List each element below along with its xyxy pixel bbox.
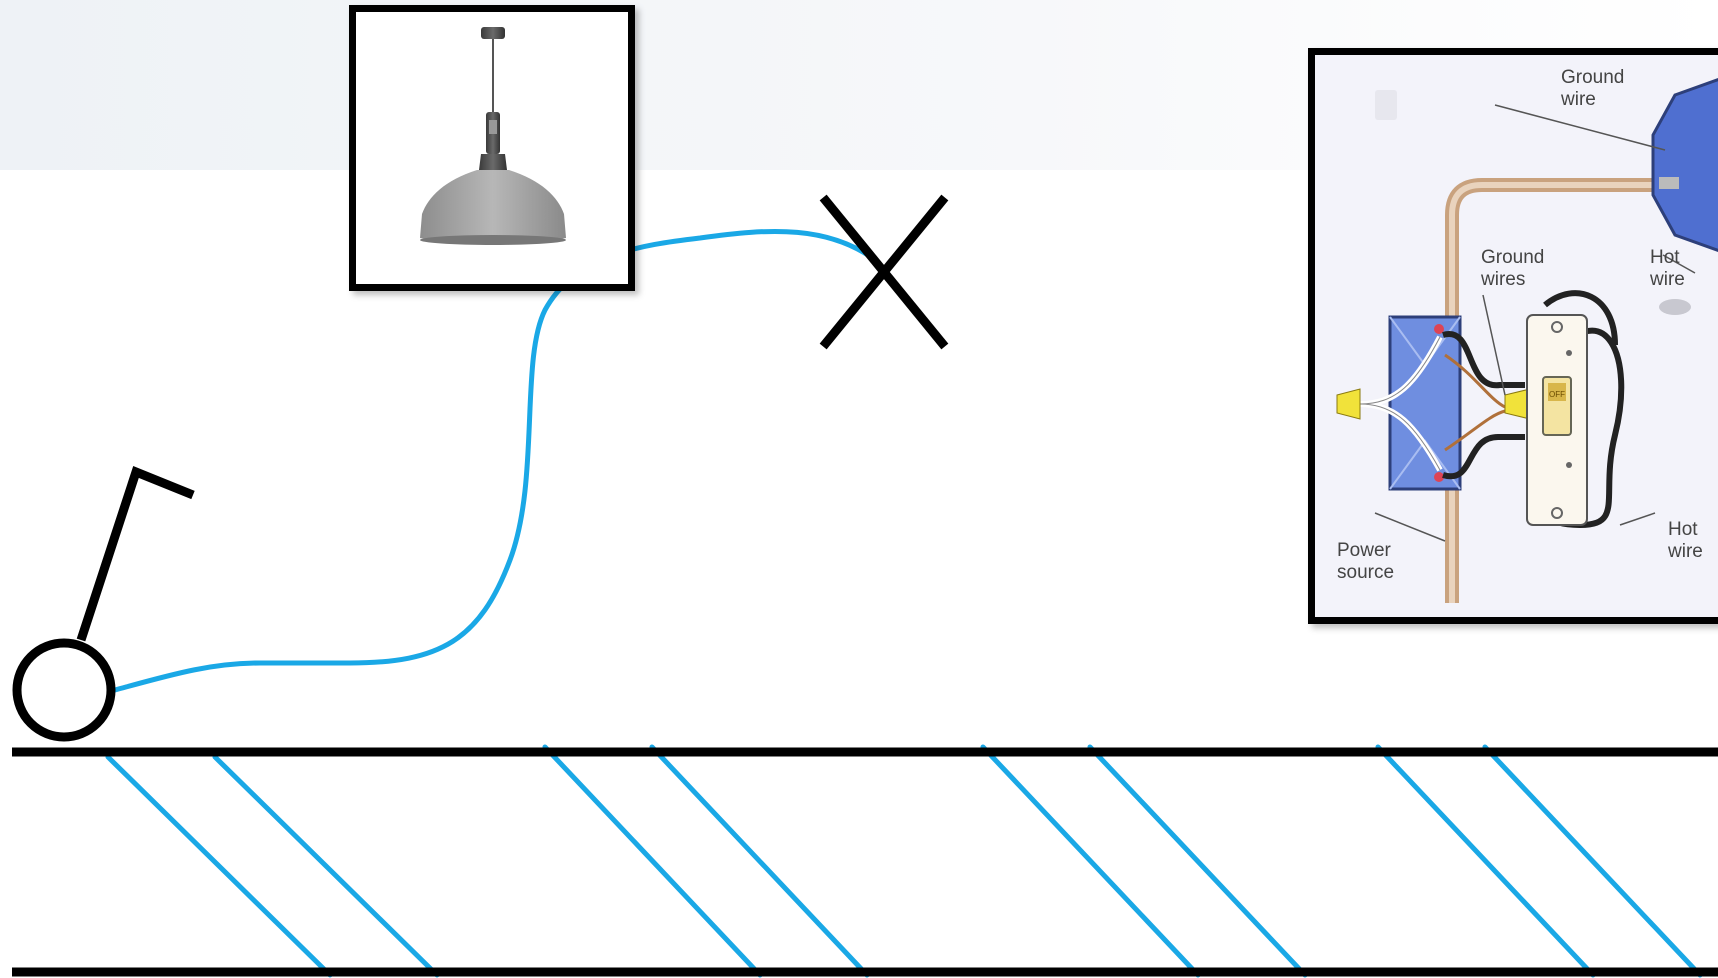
label-ground-wire: Ground wire	[1561, 67, 1625, 110]
wire-nut-left	[1336, 388, 1361, 420]
pendant-lamp-icon	[420, 27, 566, 245]
lever-icon	[12, 466, 195, 742]
lamp-image	[349, 5, 635, 291]
floor-hatching	[105, 744, 1703, 978]
label-power-source: Power source	[1337, 540, 1395, 583]
switch-off-label: OFF	[1549, 390, 1565, 399]
x-mark-icon	[819, 194, 949, 350]
ceiling-icon	[1375, 90, 1397, 120]
wiring-diagram-image: OFF Ground wire Ground wires Hot wire Ho…	[1308, 48, 1718, 624]
cable-path	[112, 228, 881, 693]
wiring-illustration: OFF	[1336, 78, 1718, 603]
leader-lines	[1374, 104, 1696, 542]
junction-box	[1388, 315, 1462, 491]
label-ground-wires: Ground wires	[1481, 247, 1545, 290]
label-hot-wire-bottom: Hot wire	[1668, 519, 1703, 562]
label-hot-wire-top: Hot wire	[1650, 247, 1685, 290]
ceiling-box	[1651, 78, 1718, 252]
